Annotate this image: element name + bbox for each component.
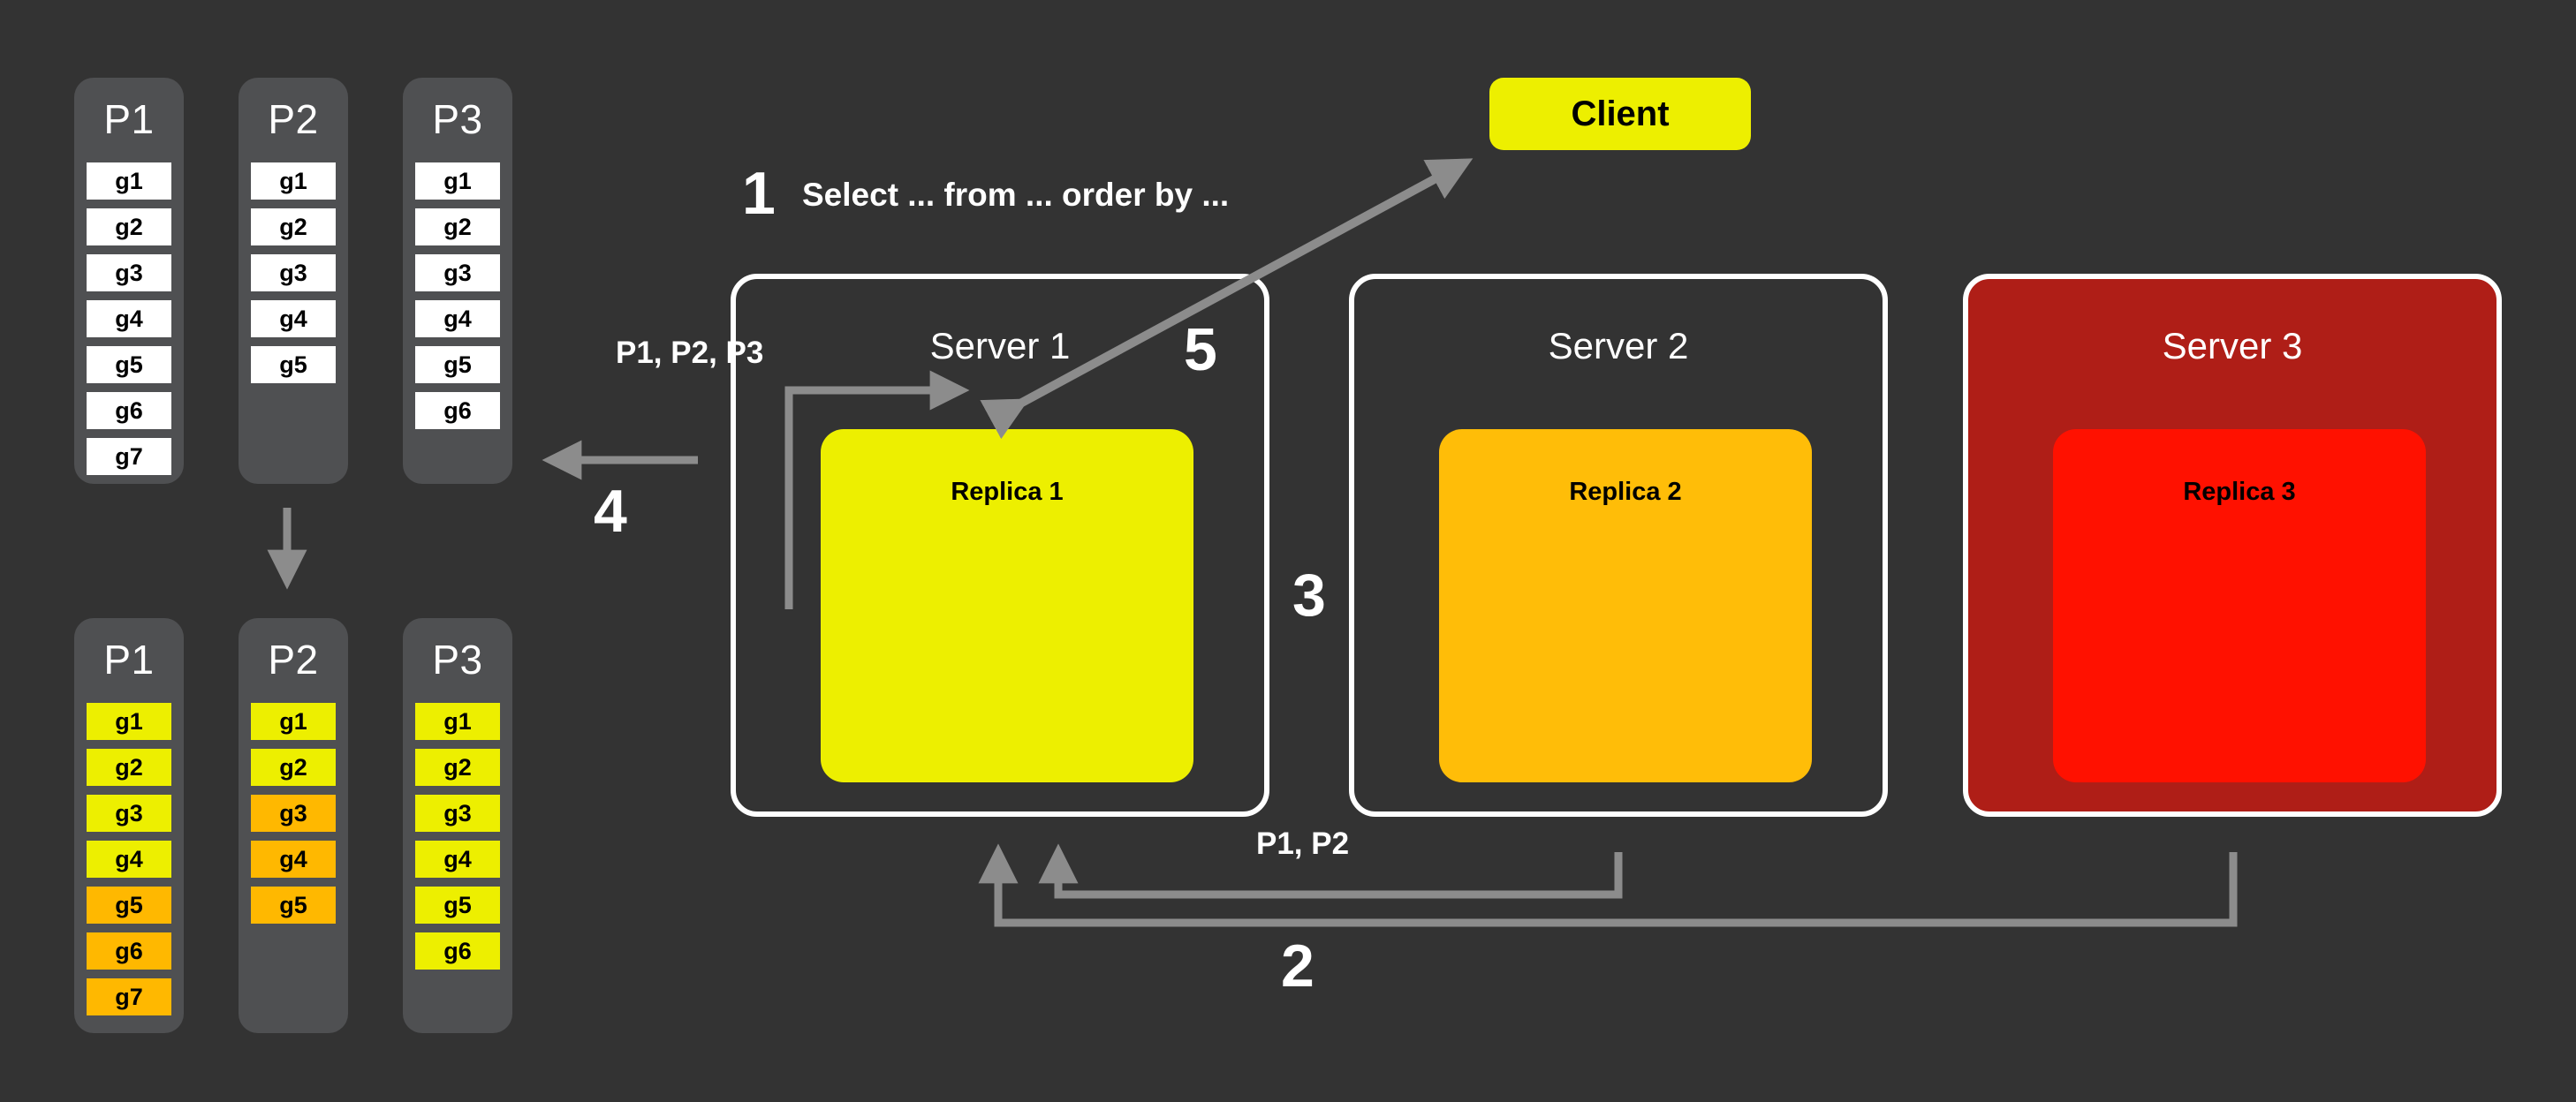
partition-cell: g6 bbox=[415, 932, 500, 970]
client-label: Client bbox=[1571, 94, 1670, 133]
partition-bottom-p3: P3 g1 g2 g3 g4 g5 g6 bbox=[403, 618, 512, 1033]
partition-cell: g5 bbox=[87, 346, 171, 383]
partition-cell: g5 bbox=[251, 887, 336, 924]
partition-cell: g3 bbox=[87, 795, 171, 832]
partition-cell: g1 bbox=[87, 162, 171, 200]
arrow-step2-server3-to-server1 bbox=[978, 843, 2238, 927]
partition-title: P2 bbox=[268, 637, 319, 683]
partition-cell: g3 bbox=[87, 254, 171, 291]
partition-cell: g4 bbox=[87, 841, 171, 878]
partition-cell: g5 bbox=[251, 346, 336, 383]
step-number-3: 3 bbox=[1292, 562, 1326, 629]
merge-input-label: P1, P2, P3 bbox=[616, 336, 764, 370]
partition-cell: g4 bbox=[251, 841, 336, 878]
partition-title: P2 bbox=[268, 96, 319, 142]
partition-top-p2: P2 g1 g2 g3 g4 g5 bbox=[239, 78, 348, 484]
partition-cell: g5 bbox=[415, 887, 500, 924]
partition-cell: g2 bbox=[251, 208, 336, 245]
partition-title: P3 bbox=[432, 637, 483, 683]
partition-cell: g6 bbox=[87, 932, 171, 970]
step-number-5: 5 bbox=[1184, 316, 1217, 383]
server-title: Server 3 bbox=[2162, 325, 2303, 366]
server-3-box[interactable]: Server 3 Replica 3 bbox=[1963, 274, 2502, 817]
partition-cell: g5 bbox=[415, 346, 500, 383]
partition-cell: g5 bbox=[87, 887, 171, 924]
partition-cell: g7 bbox=[87, 978, 171, 1015]
partition-cell: g4 bbox=[87, 300, 171, 337]
partition-cell: g2 bbox=[251, 749, 336, 786]
replica-label: Replica 3 bbox=[2183, 478, 2296, 506]
partition-cell-list: g1 g2 g3 g4 g5 g6 g7 bbox=[87, 162, 171, 484]
partition-title: P1 bbox=[103, 637, 155, 683]
server-title: Server 2 bbox=[1548, 325, 1689, 366]
partition-cell: g3 bbox=[251, 254, 336, 291]
partition-cell-list: g1 g2 g3 g4 g5 bbox=[251, 162, 336, 392]
partition-cell: g7 bbox=[87, 438, 171, 475]
server-2-box[interactable]: Server 2 Replica 2 bbox=[1349, 274, 1888, 817]
replica-label: Replica 2 bbox=[1569, 478, 1682, 506]
partition-cell: g3 bbox=[251, 795, 336, 832]
partition-cell: g6 bbox=[87, 392, 171, 429]
transfer-label: P1, P2 bbox=[1256, 826, 1350, 861]
query-label: Select ... from ... order by ... bbox=[802, 177, 1230, 213]
partition-cell: g2 bbox=[415, 208, 500, 245]
partition-title: P3 bbox=[432, 96, 483, 142]
partition-cell: g3 bbox=[415, 795, 500, 832]
step-number-4: 4 bbox=[594, 478, 627, 545]
partition-cell: g1 bbox=[251, 162, 336, 200]
partition-cell: g4 bbox=[415, 841, 500, 878]
replica-2-box[interactable]: Replica 2 bbox=[1439, 429, 1812, 782]
partition-top-p1: P1 g1 g2 g3 g4 g5 g6 g7 bbox=[74, 78, 184, 484]
partition-cell: g3 bbox=[415, 254, 500, 291]
partition-cell: g4 bbox=[415, 300, 500, 337]
partition-top-p3: P3 g1 g2 g3 g4 g5 g6 bbox=[403, 78, 512, 484]
partition-cell: g1 bbox=[415, 162, 500, 200]
partition-cell: g1 bbox=[251, 703, 336, 740]
partition-cell: g2 bbox=[87, 208, 171, 245]
replica-3-box[interactable]: Replica 3 bbox=[2053, 429, 2426, 782]
step-number-1: 1 bbox=[742, 160, 776, 227]
partition-cell: g4 bbox=[251, 300, 336, 337]
partition-cell: g2 bbox=[415, 749, 500, 786]
partition-bottom-p1: P1 g1 g2 g3 g4 g5 g6 g7 bbox=[74, 618, 184, 1033]
partition-cell: g6 bbox=[415, 392, 500, 429]
partition-cell-list: g1 g2 g3 g4 g5 g6 bbox=[415, 703, 500, 978]
partition-cell-list: g1 g2 g3 g4 g5 g6 g7 bbox=[87, 703, 171, 1024]
partition-cell-list: g1 g2 g3 g4 g5 bbox=[251, 703, 336, 932]
client-node[interactable]: Client bbox=[1489, 78, 1751, 150]
replica-1-box[interactable]: Replica 1 bbox=[821, 429, 1193, 782]
replica-label: Replica 1 bbox=[951, 478, 1064, 506]
partition-bottom-p2: P2 g1 g2 g3 g4 g5 bbox=[239, 618, 348, 1033]
step-number-2: 2 bbox=[1281, 932, 1315, 1000]
partition-cell: g1 bbox=[415, 703, 500, 740]
partition-cell: g2 bbox=[87, 749, 171, 786]
partition-cell-list: g1 g2 g3 g4 g5 g6 bbox=[415, 162, 500, 438]
partition-title: P1 bbox=[103, 96, 155, 142]
partition-cell: g1 bbox=[87, 703, 171, 740]
